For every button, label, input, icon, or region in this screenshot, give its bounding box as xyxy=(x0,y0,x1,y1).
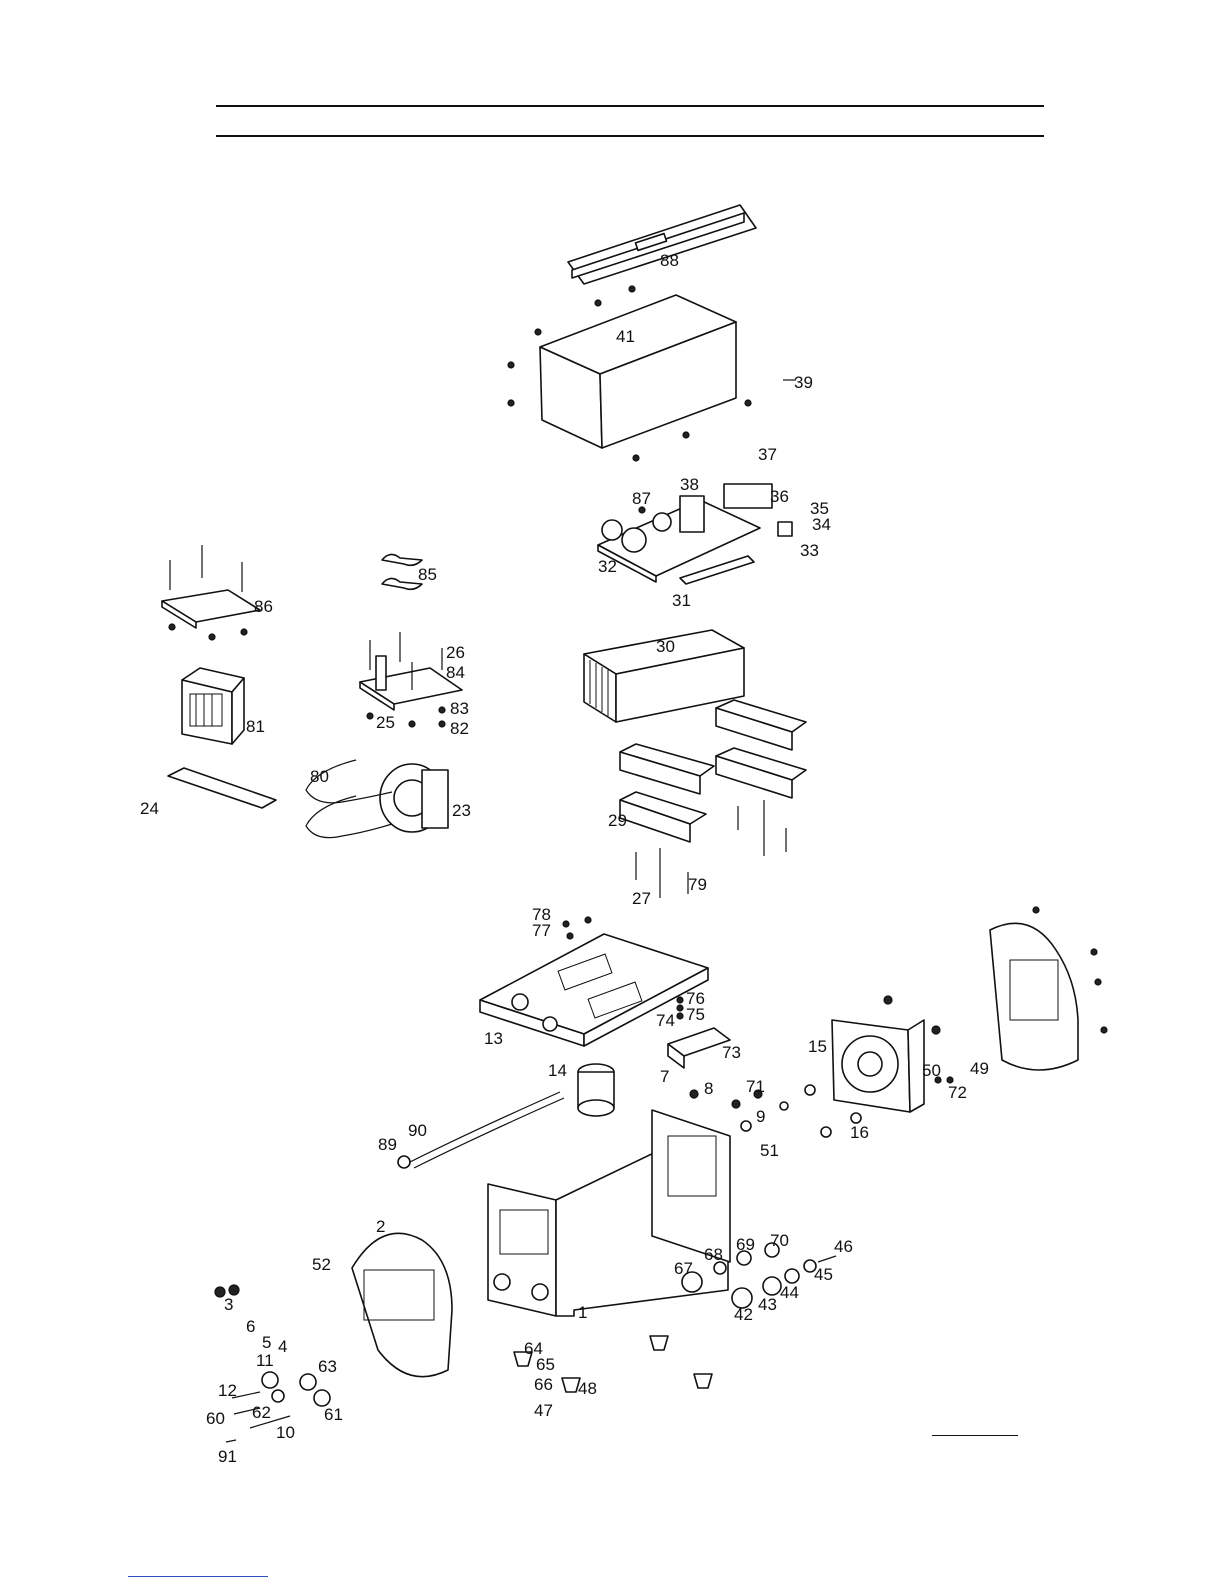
callout-10: 10 xyxy=(276,1423,295,1442)
callout-82: 82 xyxy=(450,719,469,738)
small-hardware-part xyxy=(398,507,1107,1168)
callout-36: 36 xyxy=(770,487,789,506)
callout-48: 48 xyxy=(578,1379,597,1398)
callout-51: 51 xyxy=(760,1141,779,1160)
callout-1: 1 xyxy=(578,1303,587,1322)
callout-38: 38 xyxy=(680,475,699,494)
callout-83: 83 xyxy=(450,699,469,718)
callout-88: 88 xyxy=(660,251,679,270)
callout-34: 34 xyxy=(812,515,831,534)
callout-71: 71 xyxy=(746,1077,765,1096)
callout-91: 91 xyxy=(218,1447,237,1466)
callout-46: 46 xyxy=(834,1237,853,1256)
insulator-blocks-part xyxy=(620,700,806,842)
callout-6: 6 xyxy=(246,1317,255,1336)
callout-3: 3 xyxy=(224,1295,233,1314)
callout-9: 9 xyxy=(756,1107,765,1126)
callout-43: 43 xyxy=(758,1295,777,1314)
callout-24: 24 xyxy=(140,799,159,818)
callout-14: 14 xyxy=(548,1061,567,1080)
callout-87: 87 xyxy=(632,489,651,508)
callout-66: 66 xyxy=(534,1375,553,1394)
callout-79: 79 xyxy=(688,875,707,894)
callout-39: 39 xyxy=(794,373,813,392)
callout-45: 45 xyxy=(814,1265,833,1284)
callout-63: 63 xyxy=(318,1357,337,1376)
callout-44: 44 xyxy=(780,1283,799,1302)
callout-50: 50 xyxy=(922,1061,941,1080)
callout-13: 13 xyxy=(484,1029,503,1048)
callout-70: 70 xyxy=(770,1231,789,1250)
front-panel-part xyxy=(352,1233,452,1376)
callout-68: 68 xyxy=(704,1245,723,1264)
callout-61: 61 xyxy=(324,1405,343,1424)
capacitor-part xyxy=(578,1064,614,1116)
clamp-part xyxy=(382,554,422,589)
callout-32: 32 xyxy=(598,557,617,576)
callout-37: 37 xyxy=(758,445,777,464)
callout-25: 25 xyxy=(376,713,395,732)
callout-81: 81 xyxy=(246,717,265,736)
callout-42: 42 xyxy=(734,1305,753,1324)
fan-part xyxy=(832,1020,924,1112)
callout-11: 11 xyxy=(256,1351,274,1370)
callout-33: 33 xyxy=(800,541,819,560)
callout-12: 12 xyxy=(218,1381,237,1400)
callout-30: 30 xyxy=(656,637,675,656)
callout-80: 80 xyxy=(310,767,329,786)
callout-8: 8 xyxy=(704,1079,713,1098)
callout-41: 41 xyxy=(616,327,635,346)
callout-72: 72 xyxy=(948,1083,967,1102)
callout-73: 73 xyxy=(722,1043,741,1062)
callout-27: 27 xyxy=(632,889,651,908)
transformer-part xyxy=(182,668,244,744)
callout-67: 67 xyxy=(674,1259,693,1278)
gas-hose-part xyxy=(410,1092,560,1162)
callout-60: 60 xyxy=(206,1409,225,1428)
callout-4: 4 xyxy=(278,1337,287,1356)
gas-hose-part-2 xyxy=(414,1098,564,1168)
top-cover-part xyxy=(508,295,796,461)
callout-89: 89 xyxy=(378,1135,397,1154)
callout-75: 75 xyxy=(686,1005,705,1024)
callout-90: 90 xyxy=(408,1121,427,1140)
callout-7: 7 xyxy=(660,1067,669,1086)
callout-2: 2 xyxy=(376,1217,385,1236)
callout-84: 84 xyxy=(446,663,465,682)
callout-49: 49 xyxy=(970,1059,989,1078)
insulation-sheet-part xyxy=(168,768,276,808)
callout-74: 74 xyxy=(656,1011,675,1030)
bracket-part xyxy=(162,545,260,640)
callout-23: 23 xyxy=(452,801,471,820)
callout-52: 52 xyxy=(312,1255,331,1274)
callout-15: 15 xyxy=(808,1037,827,1056)
callout-31: 31 xyxy=(672,591,691,610)
callout-47: 47 xyxy=(534,1401,553,1420)
callout-62: 62 xyxy=(252,1403,271,1422)
callout-5: 5 xyxy=(262,1333,271,1352)
callout-86: 86 xyxy=(254,597,273,616)
callout-85: 85 xyxy=(418,565,437,584)
callout-77: 77 xyxy=(532,921,551,940)
callout-65: 65 xyxy=(536,1355,555,1374)
callout-16: 16 xyxy=(850,1123,869,1142)
callout-29: 29 xyxy=(608,811,627,830)
rear-panel-part xyxy=(990,923,1078,1070)
callout-69: 69 xyxy=(736,1235,755,1254)
control-board-part xyxy=(598,484,792,584)
switch-part xyxy=(668,1028,730,1068)
callout-26: 26 xyxy=(446,643,465,662)
